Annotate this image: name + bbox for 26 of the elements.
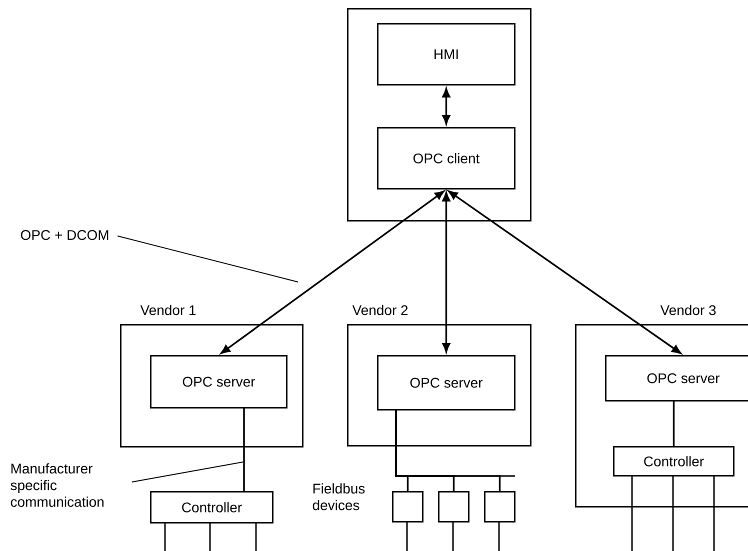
device-box <box>484 491 516 522</box>
component-box: OPC server <box>605 355 748 402</box>
node-label: Vendor 1 <box>140 304 196 316</box>
connector-line <box>395 410 501 491</box>
arrow <box>442 88 450 124</box>
device-box <box>392 491 424 522</box>
connector-line <box>243 408 245 491</box>
component-box: OPC client <box>377 127 516 190</box>
device-box <box>438 491 470 522</box>
annotation-text: Manufacturer specific communication <box>10 463 104 507</box>
node-label: Vendor 3 <box>660 304 716 316</box>
leader-line <box>131 462 244 482</box>
leader-line <box>117 236 298 282</box>
station-box <box>347 8 532 222</box>
annotation-text: OPC + DCOM <box>20 230 108 240</box>
component-box: OPC server <box>150 355 288 408</box>
component-box: Controller <box>150 491 274 524</box>
component-box: Controller <box>613 446 734 476</box>
arrow <box>448 190 682 354</box>
arrow <box>442 192 450 352</box>
connector-line <box>672 401 675 446</box>
annotation-text: Fieldbus devices <box>312 483 365 510</box>
component-box: OPC server <box>377 355 516 410</box>
component-box: HMI <box>377 23 516 86</box>
node-label: Vendor 2 <box>352 304 408 316</box>
arrow <box>220 190 444 354</box>
